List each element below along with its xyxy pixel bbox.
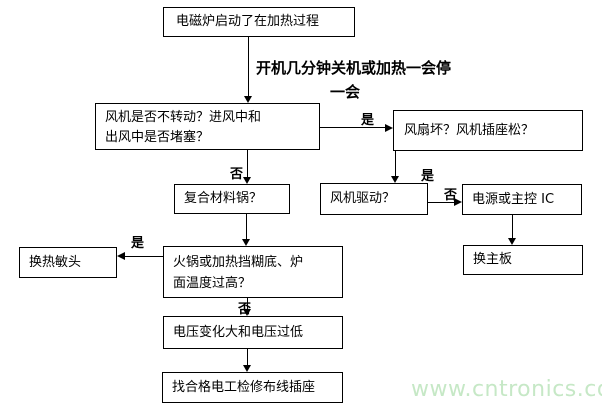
- node-electrician-label: 找合格电工检修布线插座: [172, 379, 316, 395]
- edge-fandrive-to-poweric-line: [428, 202, 455, 203]
- edge-overheat-to-voltage-arrowhead-icon: [243, 309, 251, 316]
- node-replace-thermal-head: 换热敏头: [19, 247, 117, 278]
- edge-overheat-to-sensor-arrowhead-icon: [117, 252, 125, 260]
- node-overheat-line2: 面温度过高？: [173, 276, 252, 291]
- node-fan-drive: 风机驱动？: [320, 183, 428, 215]
- edge-yes-label-2: 是: [421, 169, 435, 184]
- node-replace-board-label: 换主板: [473, 252, 513, 267]
- edge-compositepot-to-overheat-line: [246, 214, 247, 240]
- node-fan-stuck-line2: 出风中是否堵塞？: [105, 130, 210, 145]
- node-voltage-label: 电压变化大和电压过低: [173, 324, 304, 340]
- node-overheat: 火锅或加热挡糊底、炉 面温度过高？: [163, 246, 343, 298]
- node-start-label: 电磁炉启动了在加热过程: [176, 14, 320, 29]
- node-fan-drive-label: 风机驱动？: [330, 191, 396, 206]
- edge-yes-label-1: 是: [361, 113, 375, 128]
- edge-start-to-fancheck-arrowhead-icon: [244, 96, 252, 103]
- node-power-ic-label: 电源或主控 IC: [472, 191, 555, 207]
- edge-overheat-to-voltage-line: [247, 298, 248, 310]
- edge-fancheck-to-fanbroken-line: [320, 127, 386, 128]
- edge-no-label-1: 否: [230, 167, 244, 182]
- edge-fanbroken-to-fandrive-arrowhead-icon: [391, 176, 399, 183]
- node-composite-pot: 复合材料锅？: [174, 184, 290, 214]
- edge-voltage-to-electrician-line: [247, 349, 248, 366]
- node-power-ic: 电源或主控 IC: [462, 184, 582, 215]
- node-fan-broken-label: 风扇坏？风机插座松？: [404, 122, 535, 138]
- node-fan-broken: 风扇坏？风机插座松？: [393, 110, 583, 151]
- edge-fancheck-to-compositepot-line: [247, 150, 248, 178]
- edge-fancheck-to-fanbroken-arrowhead-icon: [385, 124, 393, 132]
- edge-fancheck-to-compositepot-arrowhead-icon: [243, 177, 251, 184]
- node-start: 电磁炉启动了在加热过程: [163, 7, 355, 37]
- node-composite-pot-label: 复合材料锅？: [184, 191, 263, 206]
- edge-no-label-2: 否: [444, 188, 458, 203]
- edge-symptom-label-line1: 开机几分钟关机或加热一会停: [256, 59, 452, 77]
- node-replace-board: 换主板: [463, 245, 583, 275]
- node-replace-thermal-head-label: 换热敏头: [29, 254, 82, 270]
- edge-start-to-fancheck-line: [248, 37, 249, 97]
- node-fan-stuck-check: 风机是否不转动？进风中和 出风中是否堵塞？: [95, 103, 320, 150]
- edge-powenic-to-board-line: [512, 215, 513, 239]
- node-voltage: 电压变化大和电压过低: [163, 316, 343, 349]
- edge-no-label-3: 否: [238, 302, 252, 317]
- node-electrician: 找合格电工检修布线插座: [162, 372, 343, 403]
- node-overheat-line1: 火锅或加热挡糊底、炉: [173, 255, 304, 270]
- edge-fandrive-to-poweric-arrowhead-icon: [454, 198, 462, 206]
- edge-fanbroken-to-fandrive-line: [395, 151, 396, 177]
- edge-voltage-to-electrician-arrowhead-icon: [243, 365, 251, 372]
- edge-overheat-to-sensor-line: [124, 256, 163, 257]
- edge-yes-label-3: 是: [131, 236, 145, 251]
- edge-powenic-to-board-arrowhead-icon: [508, 238, 516, 245]
- edge-compositepot-to-overheat-arrowhead-icon: [242, 239, 250, 246]
- edge-symptom-label-line2: 一会: [330, 83, 361, 101]
- watermark-text: www.cntronics.com: [411, 377, 602, 402]
- node-fan-stuck-line1: 风机是否不转动？进风中和: [105, 110, 262, 125]
